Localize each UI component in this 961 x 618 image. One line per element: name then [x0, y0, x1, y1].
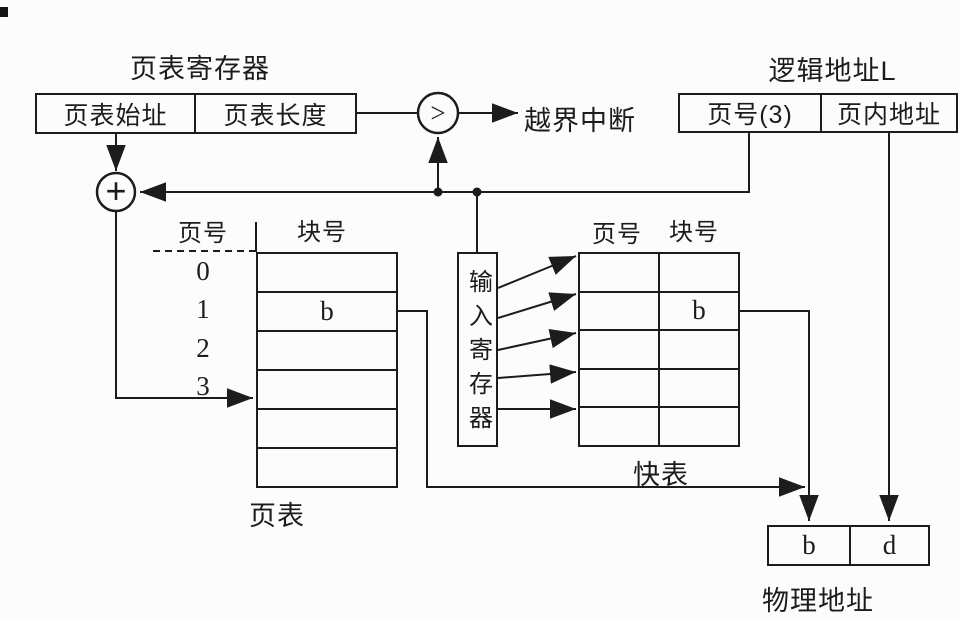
physical-address-box: b d — [767, 525, 930, 566]
input-register-label: 输入寄存器 — [464, 268, 492, 439]
page-table-col-block-header: 块号 — [297, 219, 347, 246]
tlb-page-cell — [580, 292, 660, 330]
physical-address-caption: 物理地址 — [762, 586, 874, 616]
page-table-row-label-1: 1 — [196, 294, 210, 324]
page-table-row — [258, 330, 396, 369]
tlb-block-cell — [660, 331, 738, 368]
tlb-page-cell — [580, 254, 660, 291]
page-table-row — [258, 369, 396, 408]
tlb-row — [580, 254, 738, 291]
logical-address-title: 逻辑地址L — [768, 56, 897, 86]
logical-address-box: 页号(3) 页内地址 — [678, 93, 958, 133]
page-table-row — [258, 447, 396, 486]
tlb-row — [580, 329, 738, 368]
adder-symbol: + — [105, 170, 127, 211]
physical-block-cell: b — [769, 527, 851, 564]
wire-input-register-to-tlb-2 — [497, 292, 577, 319]
comparator-symbol: > — [430, 97, 446, 128]
page-table-cell — [258, 332, 396, 369]
tlb-table: b — [578, 252, 740, 447]
input-register-box: 输入寄存器 — [457, 252, 498, 447]
tlb-block-cell — [660, 370, 738, 407]
page-table-row-label-0: 0 — [196, 256, 210, 286]
page-table-row — [258, 408, 396, 447]
page-table-row-label-3: 3 — [196, 371, 210, 401]
page-table-length-cell: 页表长度 — [223, 101, 328, 130]
page-table-register-box: 页表始址 页表长度 — [35, 93, 357, 134]
tlb-page-cell — [580, 408, 660, 445]
tlb-block-cell — [660, 254, 738, 291]
wire-input-register-to-tlb-1 — [497, 255, 577, 289]
tlb-col-page-header: 页号 — [592, 221, 642, 248]
page-table-cell — [258, 371, 396, 408]
page-table-start-cell: 页表始址 — [37, 95, 196, 132]
page-table-row-label-2: 2 — [196, 333, 210, 363]
out-of-bounds-interrupt-label: 越界中断 — [524, 106, 636, 136]
tlb-page-cell — [580, 369, 660, 407]
tlb-block-cell — [660, 408, 738, 445]
wire-input-register-to-tlb-3 — [497, 329, 577, 351]
scan-artifact-mark — [0, 7, 8, 17]
junction-dot-comparator — [433, 187, 443, 197]
wire-adder-to-page-table — [115, 211, 253, 408]
page-table-row — [258, 254, 396, 291]
page-table-row: b — [258, 291, 396, 330]
wire-pageno-bus-to-adder — [140, 133, 750, 202]
page-table-cell-b: b — [320, 296, 334, 326]
tlb-row — [580, 406, 738, 445]
adder-circle — [95, 171, 137, 213]
wire-page-table-b-output — [398, 310, 805, 497]
page-table-register-title: 页表寄存器 — [130, 54, 270, 84]
page-offset-cell: 页内地址 — [836, 101, 941, 129]
page-table: b — [256, 252, 398, 488]
page-table-cell — [258, 254, 396, 291]
tlb-row: b — [580, 290, 738, 330]
junction-dot-input-register — [472, 187, 482, 197]
comparator-circle — [416, 91, 460, 135]
tlb-page-cell — [580, 331, 660, 368]
wire-tlb-b-output — [740, 310, 819, 521]
tlb-block-cell-b: b — [692, 295, 706, 326]
wire-input-register-to-tlb-4 — [497, 364, 577, 384]
page-table-col-page-header: 页号 — [178, 220, 228, 247]
logical-page-number-cell: 页号(3) — [680, 95, 822, 131]
page-table-caption: 页表 — [249, 501, 305, 531]
tlb-caption: 快表 — [633, 460, 689, 490]
tlb-col-block-header: 块号 — [669, 219, 719, 246]
physical-offset-cell: d — [882, 530, 897, 560]
tlb-row — [580, 367, 738, 407]
page-table-cell — [258, 410, 396, 447]
page-table-cell — [258, 449, 396, 486]
